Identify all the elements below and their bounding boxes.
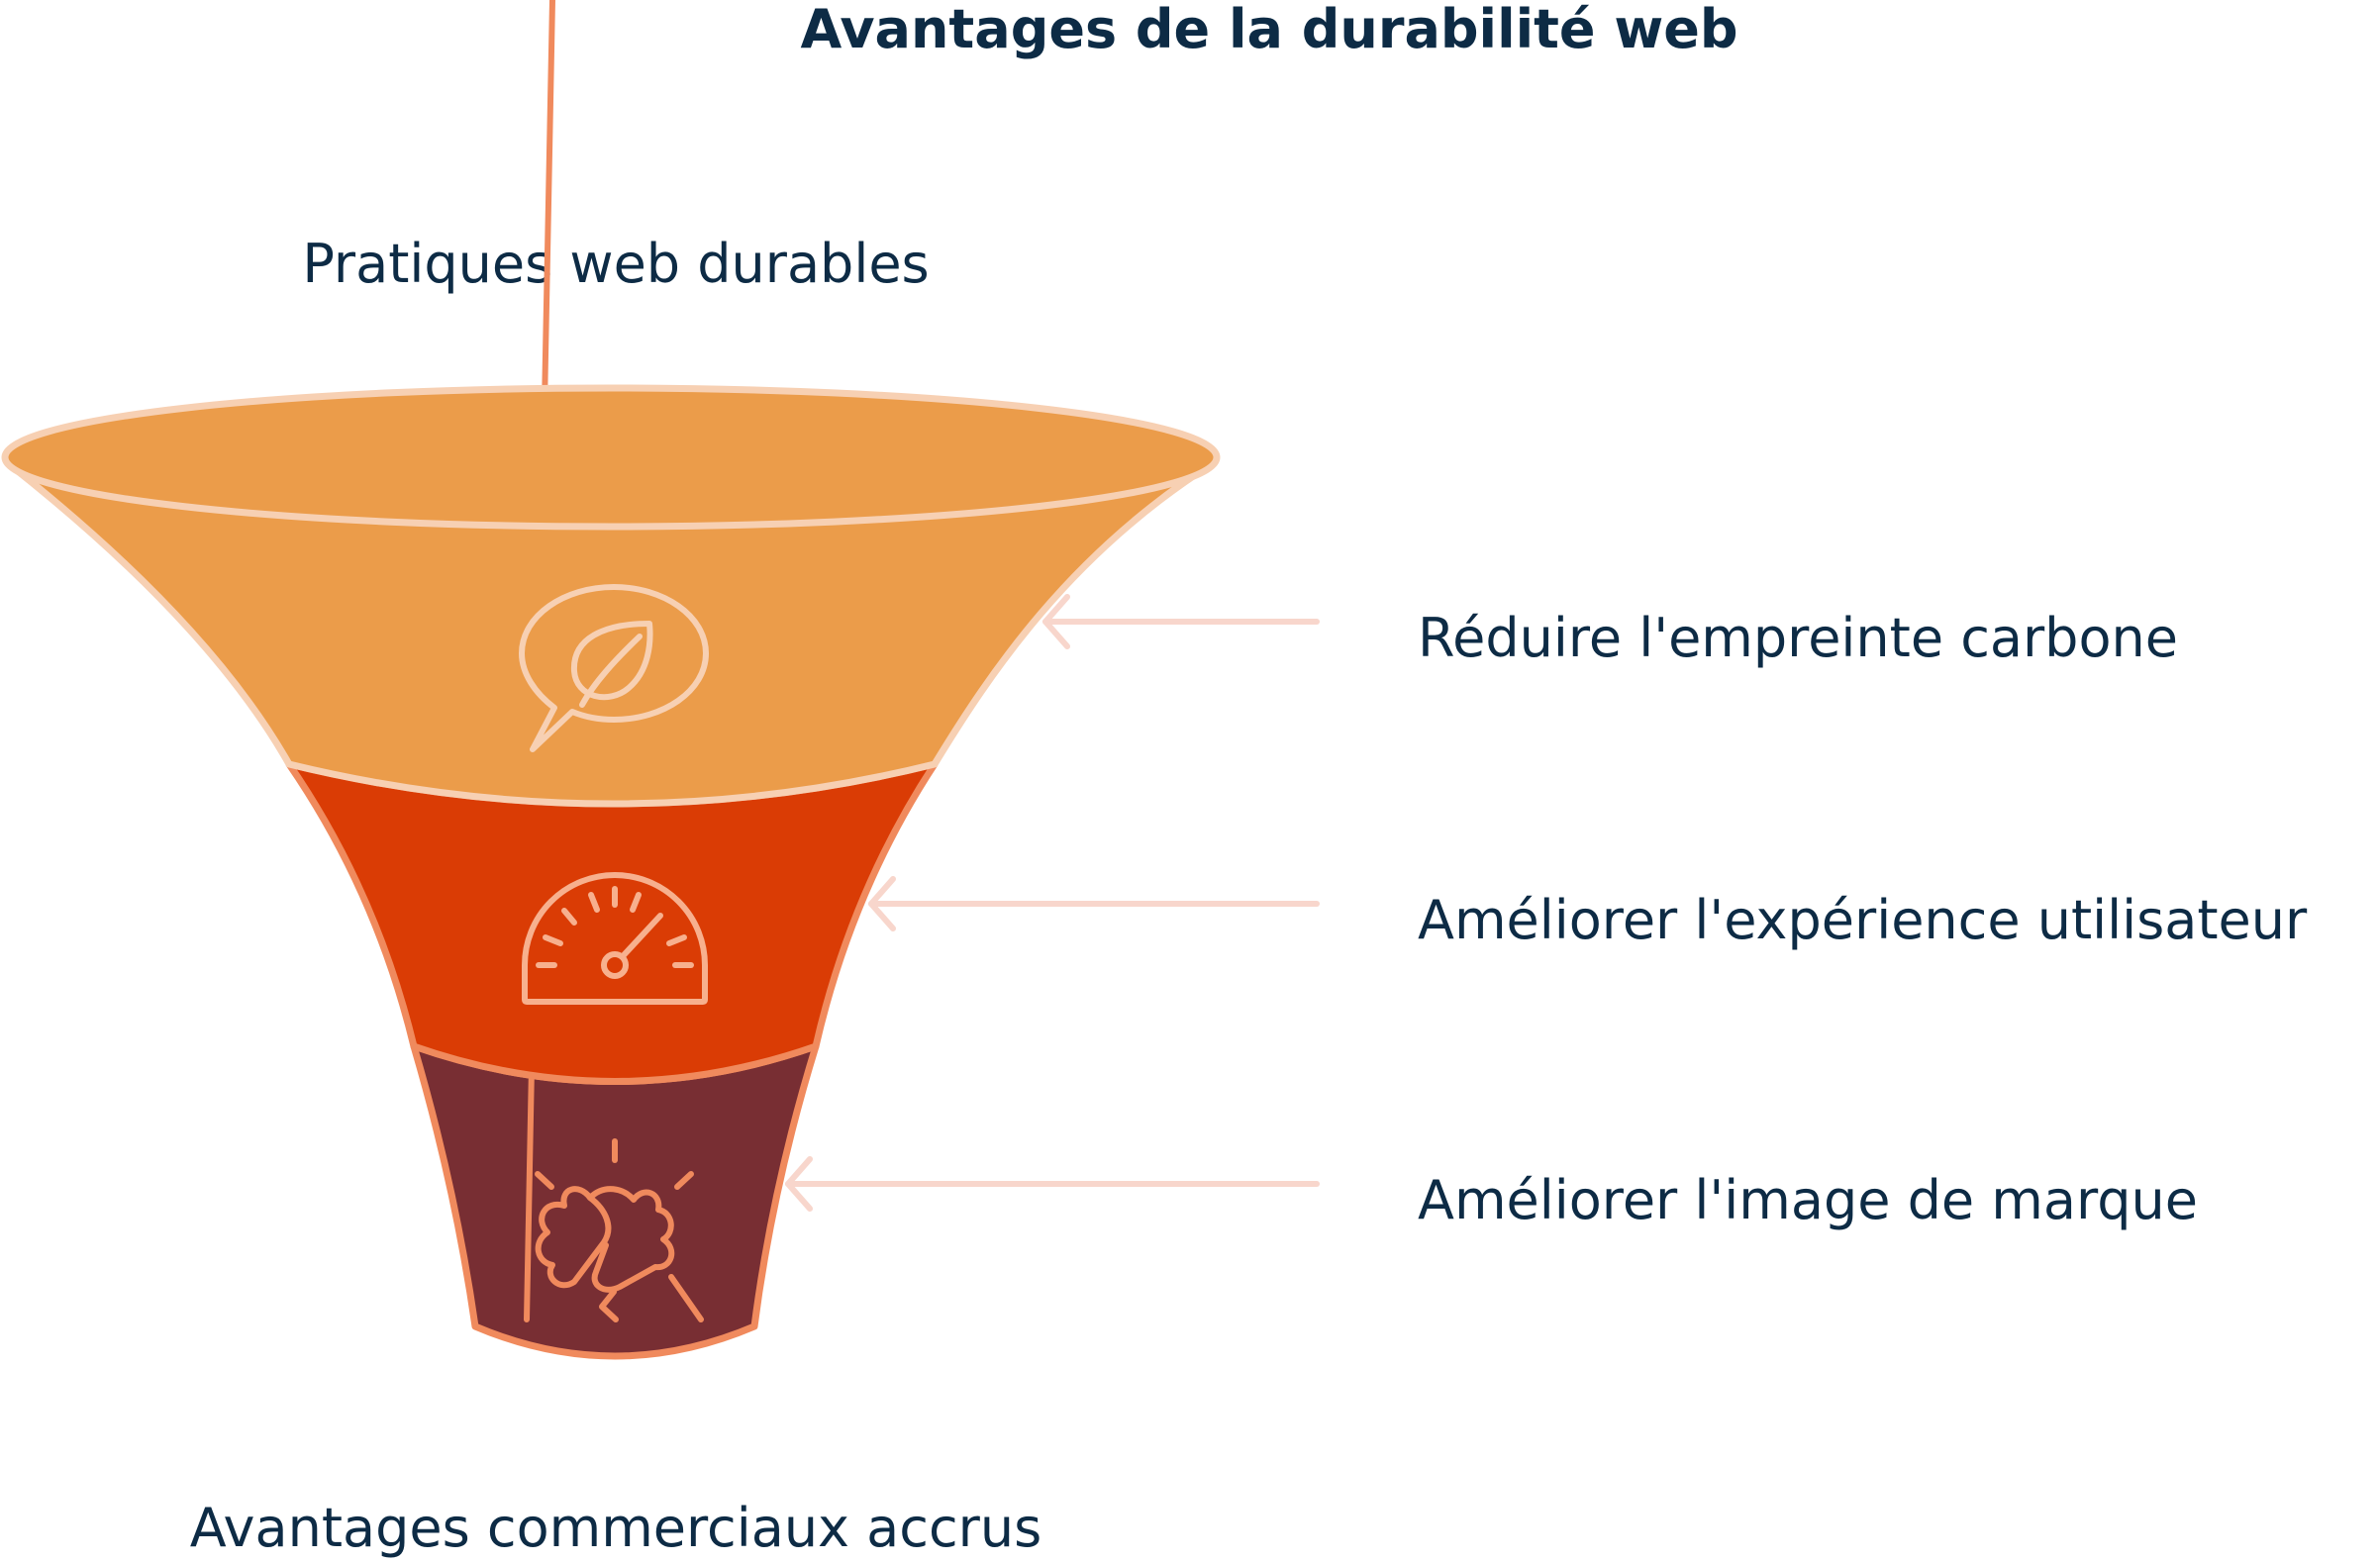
funnel-stage-1 (1, 384, 1221, 808)
top-label: Pratiques web durables (302, 233, 929, 295)
bottom-label: Avantages commerciaux accrus (190, 1497, 1041, 1559)
arrow-stage-3 (785, 1156, 1320, 1212)
funnel-segment-3 (410, 1042, 820, 1360)
funnel-stage-3 (410, 0, 820, 1360)
speedometer-icon (522, 872, 708, 1005)
funnel-stage-2 (285, 760, 939, 1085)
leaf-chat-icon (519, 584, 709, 752)
funnel-segment-2 (285, 760, 939, 1085)
arrow-stage-2 (868, 876, 1320, 931)
arrow-stage-1 (1042, 594, 1320, 649)
stage-3-label: Améliorer l'image de marque (1418, 1169, 2198, 1231)
stage-1-label: Réduire l'empreinte carbone (1418, 607, 2178, 669)
funnel-top-rim (1, 384, 1221, 531)
stage-2-label: Améliorer l'expérience utilisateur (1418, 889, 2308, 951)
diagram-title: Avantages de la durabilité web (800, 0, 1737, 60)
